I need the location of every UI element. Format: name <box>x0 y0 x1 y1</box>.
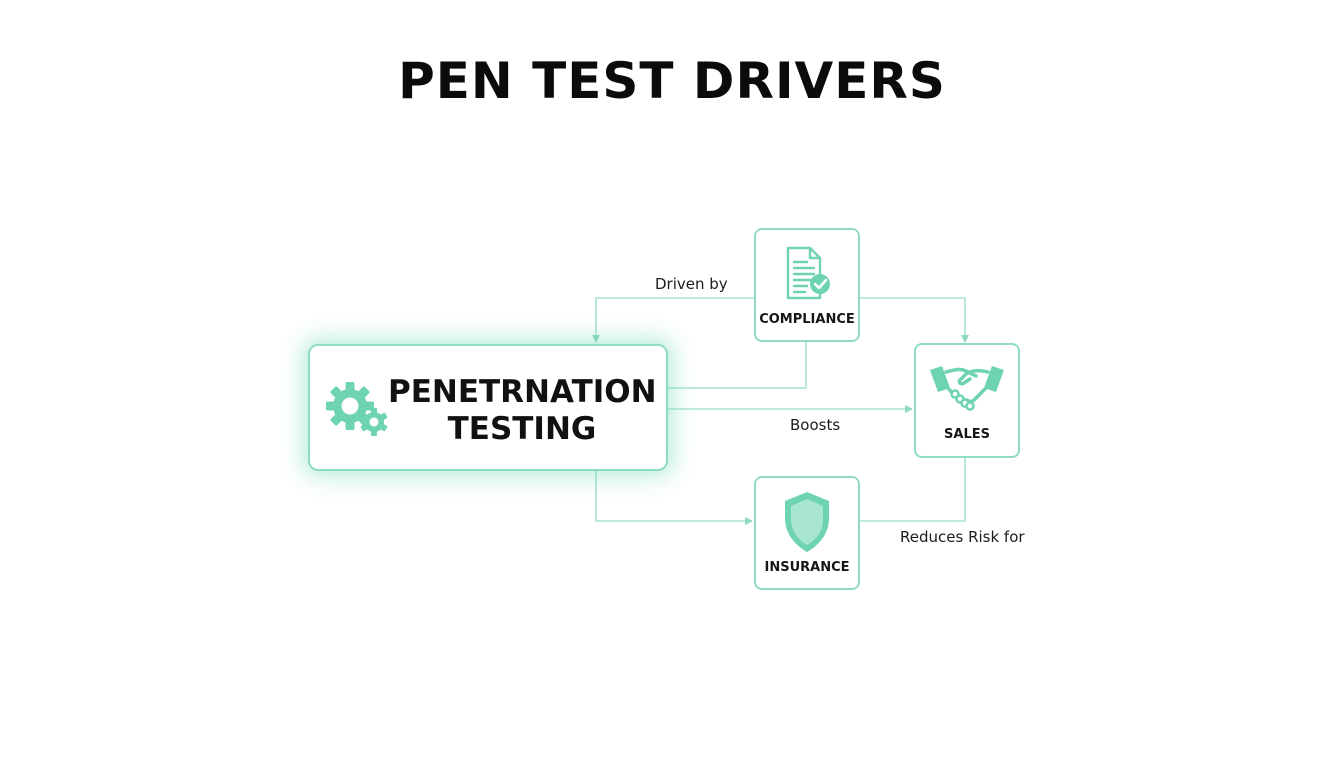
edge-label-driven-by: Driven by <box>655 275 728 293</box>
sales-node: SALES <box>914 343 1020 458</box>
document-check-icon <box>786 246 830 300</box>
edge-compliance-connector <box>668 341 807 389</box>
edge-label-reduces-risk-for: Reduces Risk for <box>900 528 1025 546</box>
gears-icon <box>326 382 388 436</box>
penetration-testing-label: PENETRNATION TESTING <box>388 374 657 448</box>
shield-icon <box>785 492 829 552</box>
insurance-node: INSURANCE <box>754 476 860 590</box>
sales-label: SALES <box>944 427 990 442</box>
edge-compliance-to-pentest <box>592 297 754 343</box>
main-label-line1: PENETRNATION <box>388 374 657 410</box>
edge-label-boosts: Boosts <box>790 416 841 434</box>
main-label-line2: TESTING <box>447 411 597 447</box>
edge-sales-to-insurance <box>860 458 966 522</box>
compliance-label: COMPLIANCE <box>759 312 855 327</box>
handshake-icon <box>930 366 1004 411</box>
edge-compliance-to-sales <box>860 297 969 343</box>
insurance-label: INSURANCE <box>764 560 850 575</box>
penetration-testing-node: PENETRNATION TESTING <box>308 344 668 471</box>
diagram-title: PEN TEST DRIVERS <box>398 52 946 110</box>
compliance-node: COMPLIANCE <box>754 228 860 342</box>
edge-pentest-to-insurance <box>595 471 753 525</box>
